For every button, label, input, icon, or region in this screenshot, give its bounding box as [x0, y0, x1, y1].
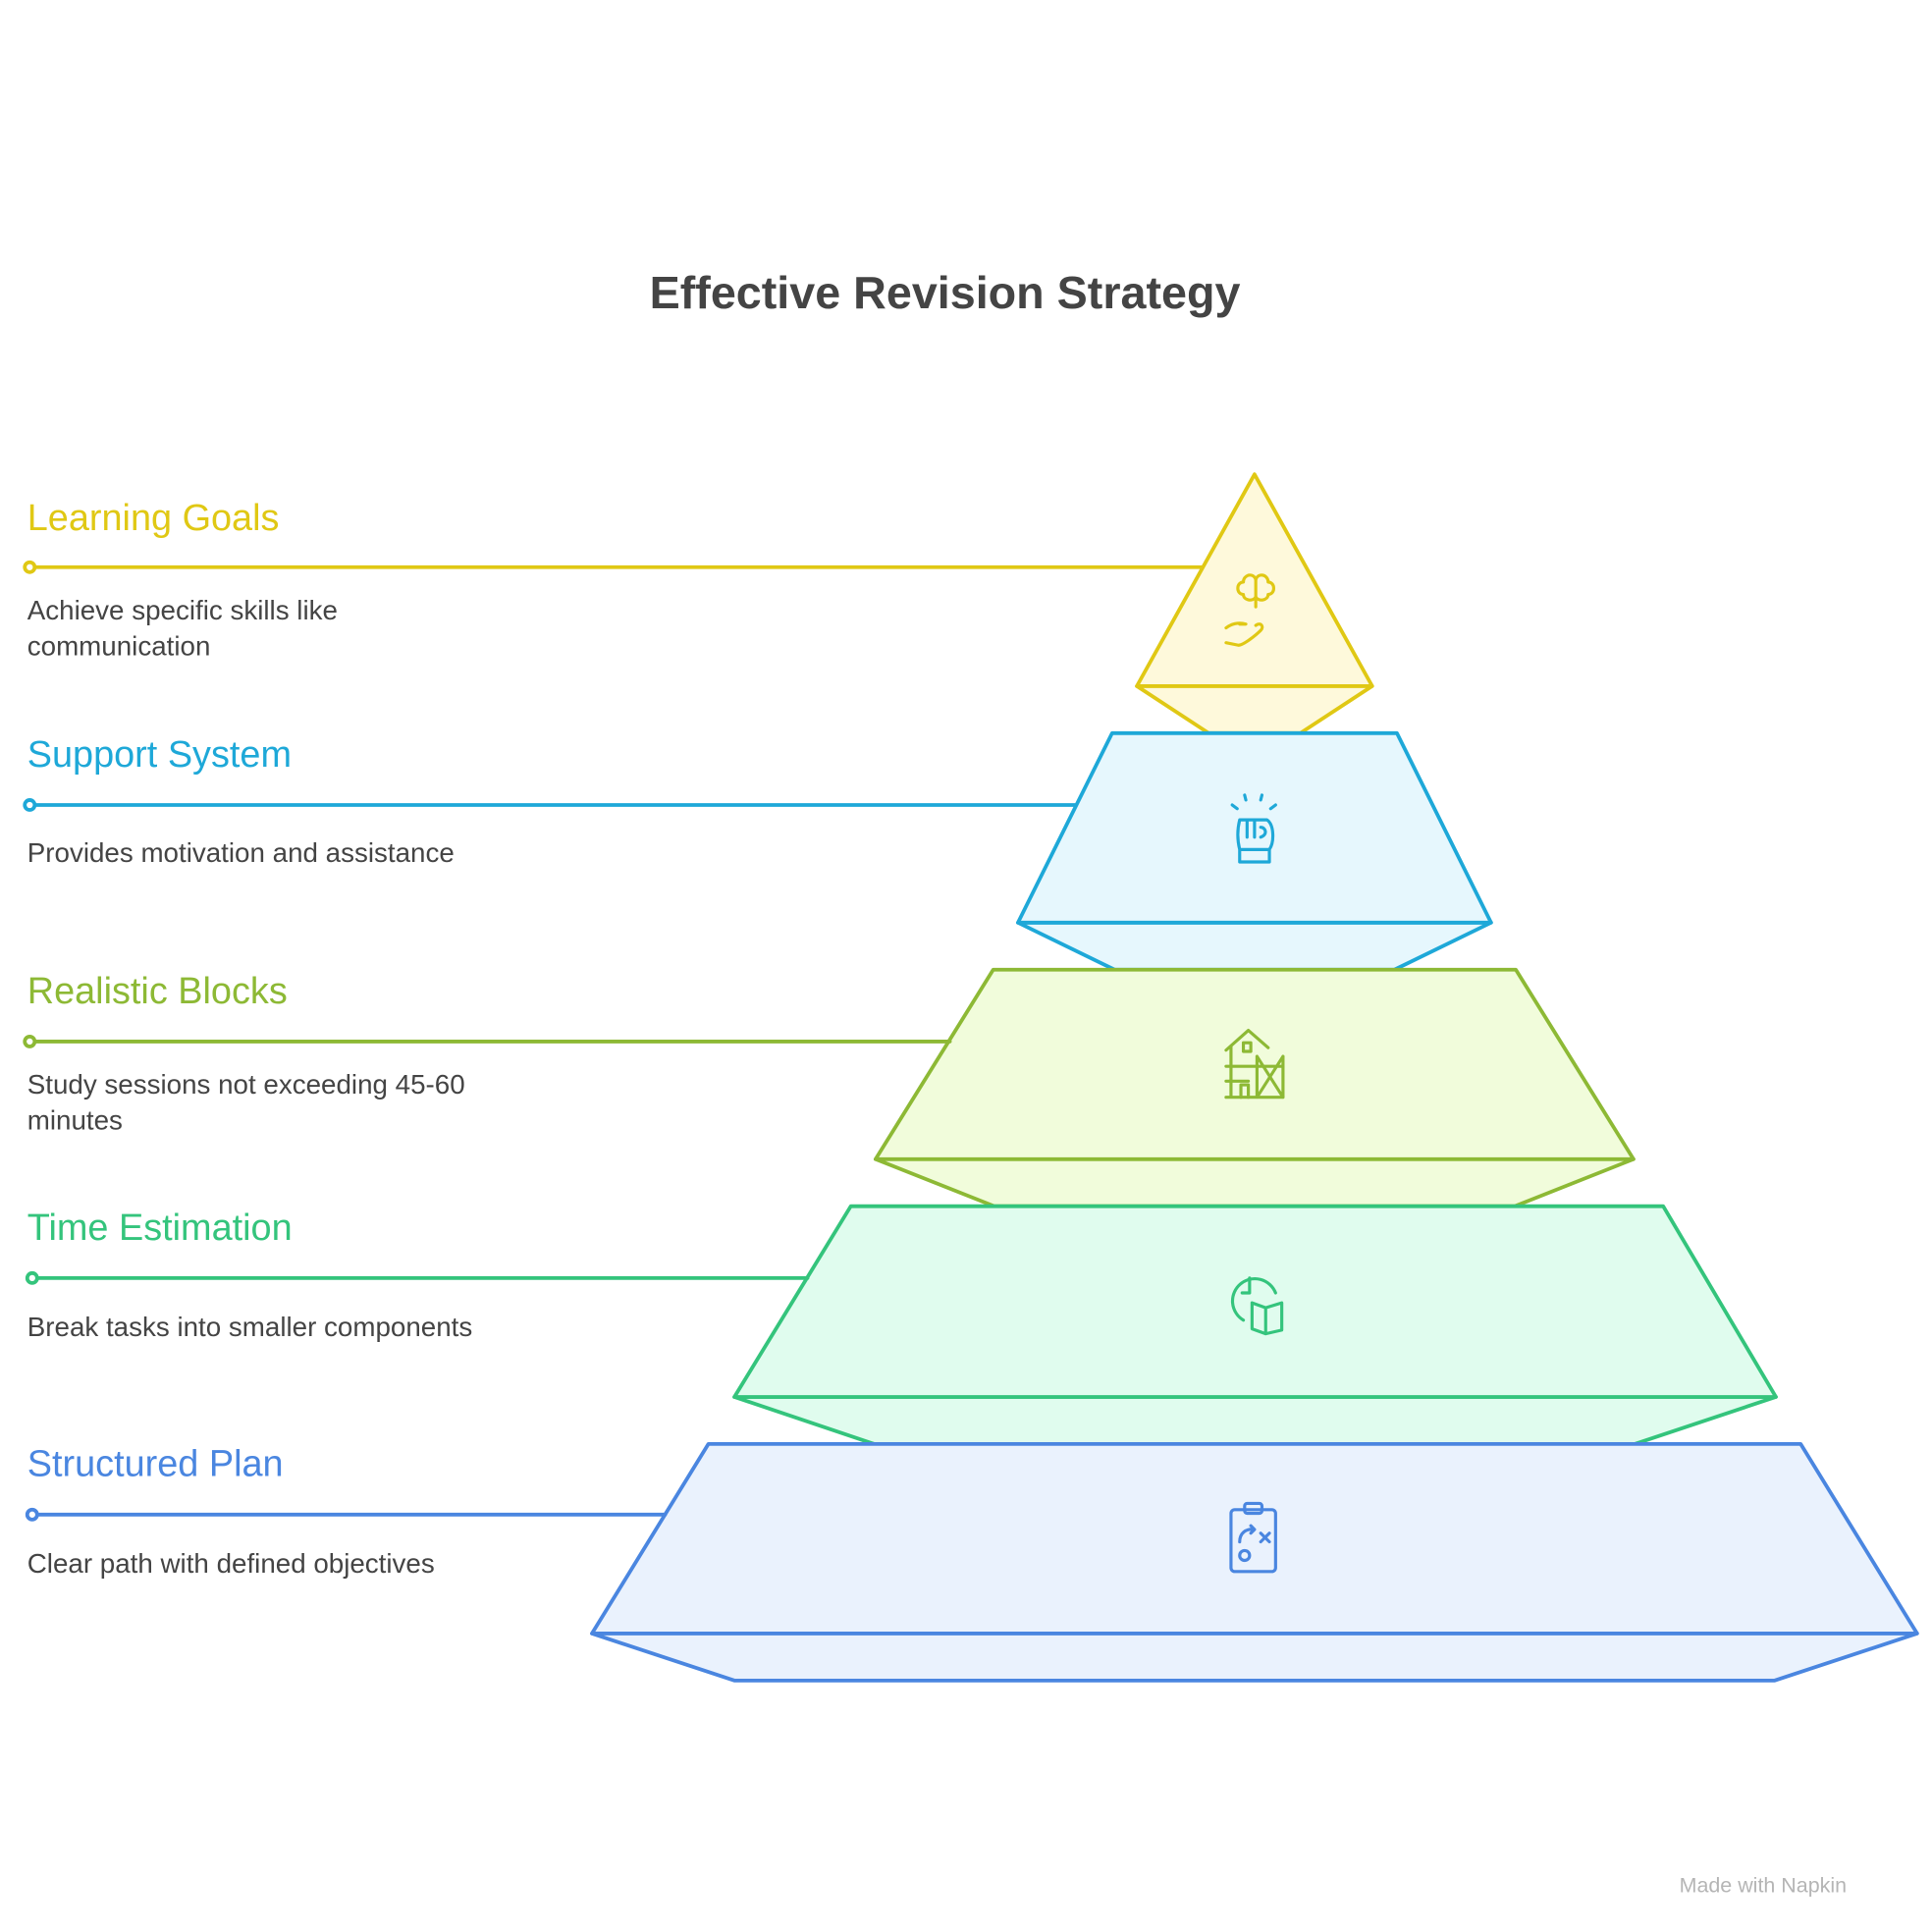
level-support-system	[23, 730, 1493, 972]
level-title: Realistic Blocks	[27, 971, 288, 1012]
clock-book-icon	[1230, 1276, 1284, 1336]
building-blocks-icon	[1224, 1028, 1285, 1100]
connector-dot	[23, 560, 37, 574]
level-description: Provides motivation and assistance	[27, 836, 455, 869]
watermark: Made with Napkin	[1679, 1873, 1848, 1898]
level-learning-goals	[23, 472, 1374, 735]
page-title: Effective Revision Strategy	[649, 267, 1241, 319]
brain-hand-icon	[1224, 573, 1276, 647]
connector-dot	[23, 1034, 37, 1048]
level-description: Study sessions not exceeding 45-60 minut…	[27, 1068, 465, 1136]
level-title: Support System	[27, 734, 293, 776]
level-title: Structured Plan	[27, 1443, 284, 1485]
level-shape	[873, 967, 1636, 1161]
connector-dot	[25, 1507, 39, 1522]
connector-dot	[23, 798, 37, 812]
level-description: Break tasks into smaller components	[27, 1311, 473, 1343]
level-shape	[1135, 683, 1374, 735]
level-structured-plan	[25, 1442, 1919, 1683]
level-shape	[873, 1156, 1636, 1208]
level-shape	[590, 1442, 1919, 1636]
connector-dot	[25, 1270, 39, 1285]
level-shape	[590, 1632, 1919, 1683]
clipboard-strategy-icon	[1229, 1501, 1277, 1574]
level-description: Clear path with defined objectives	[27, 1547, 435, 1580]
raised-fist-icon	[1230, 793, 1277, 864]
level-shape	[1016, 920, 1493, 972]
level-title: Learning Goals	[27, 498, 280, 539]
level-time-estimation	[25, 1204, 1778, 1446]
level-description: Achieve specific skills like communicati…	[27, 594, 338, 662]
level-shape	[732, 1204, 1778, 1399]
level-title: Time Estimation	[27, 1207, 293, 1249]
level-shape	[732, 1395, 1778, 1446]
